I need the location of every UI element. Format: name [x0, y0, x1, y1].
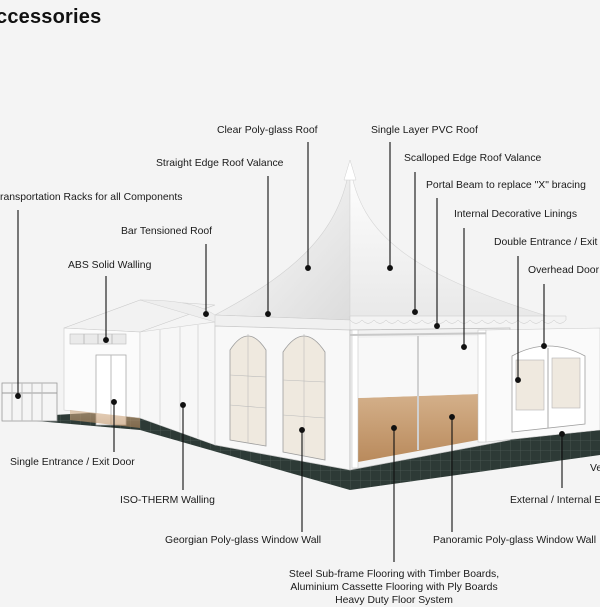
label-iso-therm-walling: ISO-THERM Walling: [120, 495, 215, 506]
label-portal-beam: Portal Beam to replace "X" bracing: [426, 180, 586, 191]
scalloped-valance: [349, 315, 567, 324]
label-internal-decorative-linings: Internal Decorative Linings: [454, 209, 578, 220]
leader-lines: [15, 142, 565, 562]
label-single-entrance-door: Single Entrance / Exit Door: [10, 457, 135, 468]
label-flooring-line-3: Heavy Duty Floor System: [335, 595, 453, 606]
label-flooring-line-1: Steel Sub-frame Flooring with Timber Boa…: [288, 569, 500, 580]
label-georgian-window-wall: Georgian Poly-glass Window Wall: [165, 535, 322, 546]
label-abs-solid-walling: ABS Solid Walling: [68, 260, 152, 271]
pagoda-peak: [343, 159, 357, 181]
label-flooring-line-2: Aluminium Cassette Flooring with Ply Boa…: [290, 582, 498, 593]
label-external-internal: External / Internal E: [510, 495, 600, 506]
label-bar-tensioned-roof: Bar Tensioned Roof: [121, 226, 213, 237]
label-clear-polyglass-roof: Clear Poly-glass Roof: [217, 125, 318, 136]
label-straight-edge-valance: Straight Edge Roof Valance: [156, 158, 284, 169]
pagoda-roof-left: [213, 164, 351, 321]
label-single-layer-pvc-roof: Single Layer PVC Roof: [371, 125, 478, 136]
label-ve: Ve: [590, 463, 600, 474]
label-scalloped-edge-valance: Scalloped Edge Roof Valance: [404, 153, 542, 164]
label-overhead-door: Overhead Door: [528, 265, 600, 276]
page-title: ccessories: [0, 6, 102, 28]
label-transportation-racks: ransportation Racks for all Components: [0, 192, 183, 203]
label-double-entrance: Double Entrance / Exit: [494, 237, 598, 248]
label-panoramic-window-wall: Panoramic Poly-glass Window Wall: [433, 535, 597, 546]
transport-rack: [1, 382, 58, 422]
